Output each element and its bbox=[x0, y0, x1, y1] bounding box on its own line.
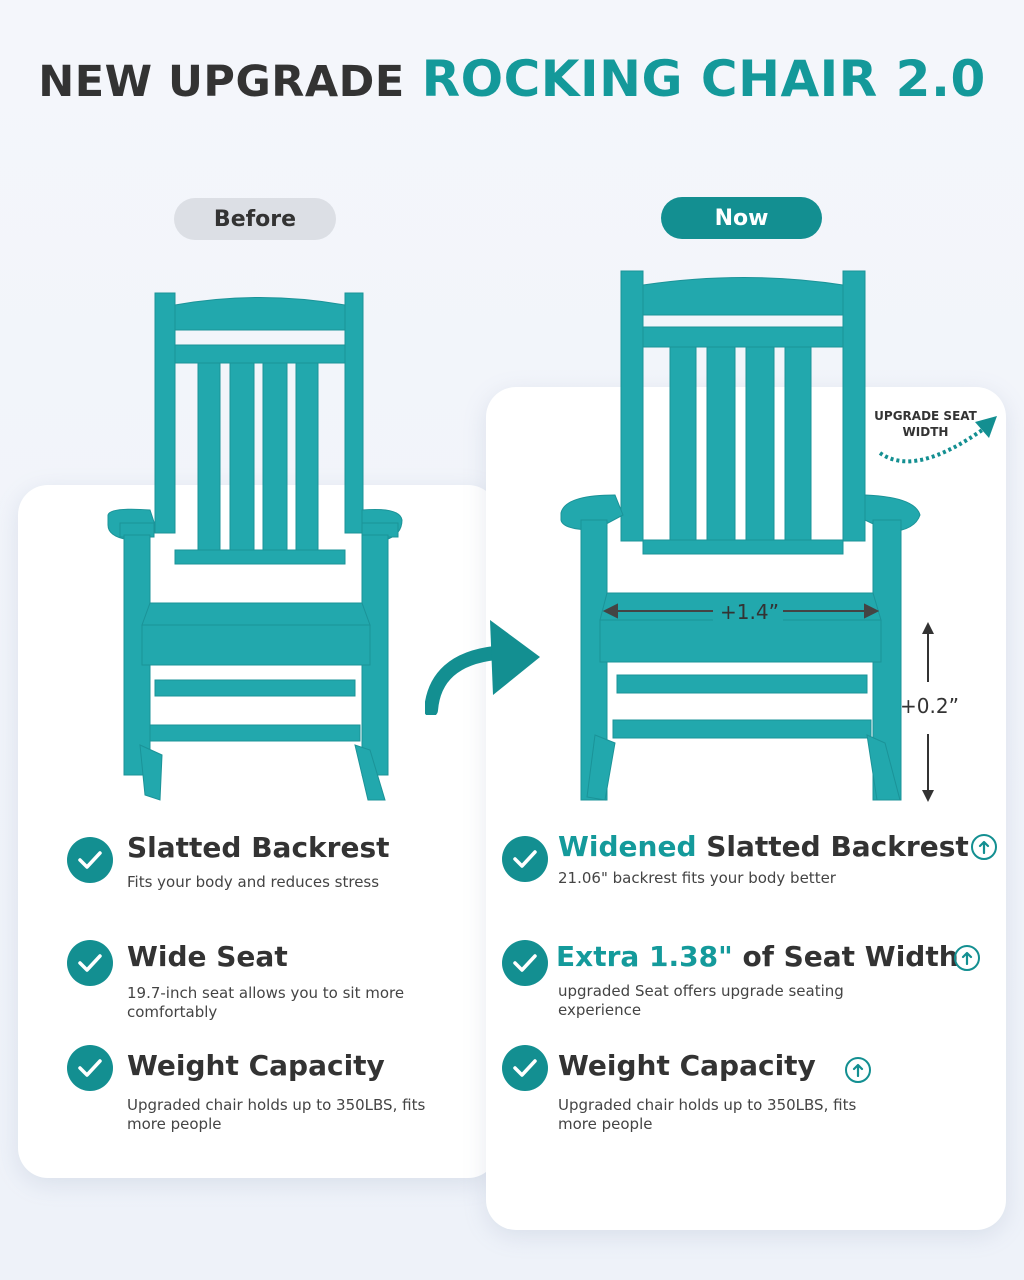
feature-desc: 21.06" backrest fits your body better bbox=[558, 869, 836, 887]
feature-title-rest: Slatted Backrest bbox=[706, 830, 969, 863]
check-icon bbox=[67, 940, 113, 986]
feature-desc: Fits your body and reduces stress bbox=[127, 873, 380, 891]
feature-title: Extra 1.38" of Seat Width bbox=[556, 940, 959, 973]
feature-title: Wide Seat bbox=[127, 940, 288, 973]
feature-title: Widened Slatted Backrest bbox=[558, 830, 969, 863]
curved-arrow-icon bbox=[425, 620, 540, 715]
feature-desc: upgraded Seat offers upgrade seating exp… bbox=[558, 982, 844, 1019]
upgrade-seat-width-note: UPGRADE SEAT WIDTH bbox=[874, 409, 977, 439]
now-label-pill: Now bbox=[661, 197, 822, 239]
title-prefix: NEW UPGRADE bbox=[38, 57, 405, 107]
feature-title: Weight Capacity bbox=[127, 1049, 385, 1082]
check-icon bbox=[502, 836, 548, 882]
check-icon bbox=[502, 1045, 548, 1091]
feature-title: Slatted Backrest bbox=[127, 831, 390, 864]
title-highlight: ROCKING CHAIR 2.0 bbox=[421, 50, 986, 108]
before-chair-image bbox=[107, 292, 403, 801]
feature-title-rest: of Seat Width bbox=[742, 940, 959, 973]
feature-desc: Upgraded chair holds up to 350LBS, fits … bbox=[127, 1096, 426, 1133]
before-label-pill: Before bbox=[174, 198, 336, 240]
arrow-up-circle-icon bbox=[954, 945, 980, 971]
check-icon bbox=[67, 837, 113, 883]
feature-desc: 19.7-inch seat allows you to sit more co… bbox=[127, 984, 405, 1021]
check-icon bbox=[67, 1045, 113, 1091]
feature-title-highlight: Widened bbox=[558, 830, 697, 863]
feature-title-highlight: Extra 1.38" bbox=[556, 940, 733, 973]
feature-title: Weight Capacity bbox=[558, 1049, 816, 1082]
check-icon bbox=[502, 940, 548, 986]
page-title: NEW UPGRADE ROCKING CHAIR 2.0 bbox=[0, 50, 1024, 108]
arrow-up-circle-icon bbox=[971, 834, 997, 860]
height-dimension-label: +0.2” bbox=[900, 694, 959, 718]
arrow-up-circle-icon bbox=[845, 1057, 871, 1083]
dotted-arrow-icon bbox=[878, 416, 997, 464]
now-chair-image bbox=[560, 270, 921, 801]
width-dimension-label: +1.4” bbox=[720, 600, 779, 624]
feature-desc: Upgraded chair holds up to 350LBS, fits … bbox=[558, 1096, 857, 1133]
height-dimension-arrow-icon bbox=[922, 622, 934, 802]
